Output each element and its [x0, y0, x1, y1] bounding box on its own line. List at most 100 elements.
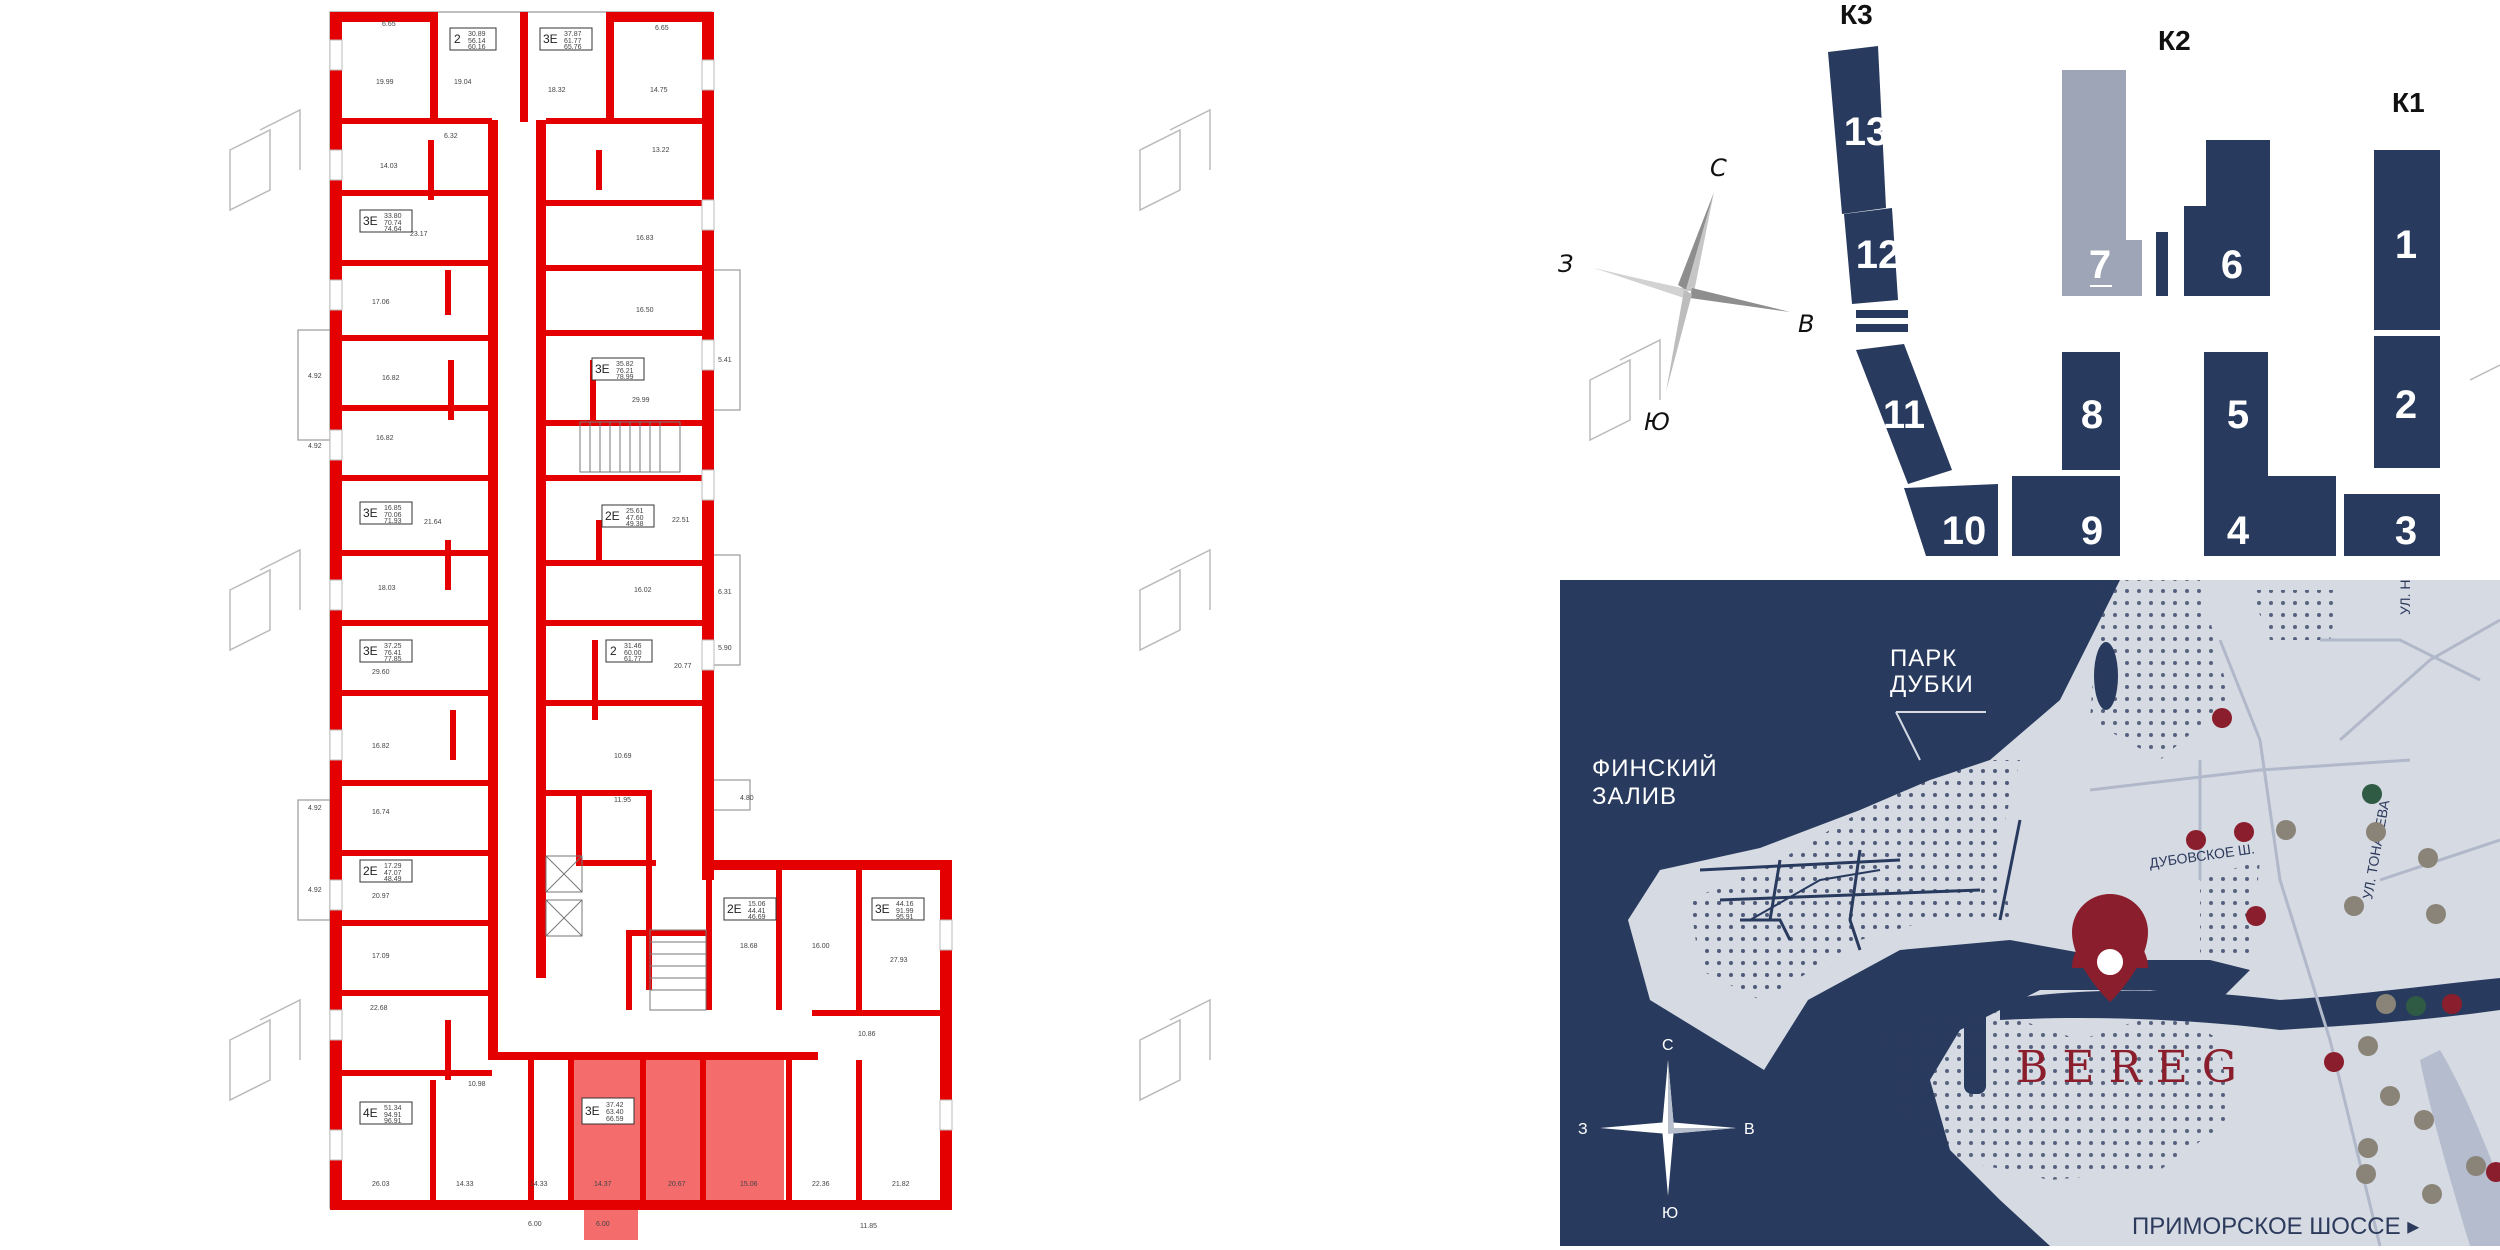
svg-text:20.97: 20.97 — [372, 893, 390, 900]
svg-text:Ю: Ю — [1662, 1205, 1678, 1222]
svg-text:2: 2 — [454, 32, 461, 46]
svg-text:63.40: 63.40 — [606, 1109, 624, 1116]
svg-text:3E: 3E — [585, 1104, 600, 1118]
svg-text:С: С — [1662, 1037, 1674, 1054]
svg-text:44.16: 44.16 — [896, 901, 914, 908]
svg-text:60.00: 60.00 — [624, 650, 642, 657]
svg-text:4.92: 4.92 — [308, 373, 322, 380]
bereg-logo: BEREG — [2016, 1042, 2251, 1093]
svg-text:В: В — [1744, 1121, 1755, 1138]
svg-text:18.68: 18.68 — [740, 943, 758, 950]
svg-text:3E: 3E — [363, 214, 378, 228]
svg-text:16.02: 16.02 — [634, 587, 652, 594]
svg-text:94.91: 94.91 — [384, 1112, 402, 1119]
svg-text:20.67: 20.67 — [668, 1181, 686, 1188]
svg-text:13.22: 13.22 — [652, 147, 670, 154]
svg-text:2E: 2E — [727, 902, 742, 916]
map-compass-icon: С З В Ю — [1578, 1037, 1755, 1222]
building-8[interactable] — [2062, 352, 2120, 470]
svg-text:ЗАЛИВ: ЗАЛИВ — [1592, 783, 1677, 810]
svg-text:14.03: 14.03 — [380, 163, 398, 170]
svg-text:10.86: 10.86 — [858, 1031, 876, 1038]
svg-text:95.91: 95.91 — [896, 914, 914, 921]
building-5[interactable] — [2204, 352, 2268, 476]
svg-text:16.85: 16.85 — [384, 505, 402, 512]
svg-text:2: 2 — [610, 644, 617, 658]
svg-text:ПАРК: ПАРК — [1890, 645, 1957, 672]
svg-text:14.75: 14.75 — [650, 87, 668, 94]
svg-text:65.76: 65.76 — [564, 44, 582, 51]
compass-rose-icon: С З В Ю — [1558, 154, 1814, 436]
svg-text:4.92: 4.92 — [308, 805, 322, 812]
svg-text:3E: 3E — [595, 362, 610, 376]
building-9[interactable] — [2012, 476, 2120, 556]
svg-text:6.32: 6.32 — [444, 133, 458, 140]
svg-text:37.42: 37.42 — [606, 1102, 624, 1109]
svg-text:Ю: Ю — [1644, 408, 1670, 436]
building-3[interactable] — [2344, 494, 2440, 556]
building-2[interactable] — [2374, 336, 2440, 468]
svg-text:11: 11 — [1883, 393, 1925, 437]
building-11[interactable] — [1856, 344, 1952, 484]
svg-text:26.03: 26.03 — [372, 1181, 390, 1188]
svg-text:4: 4 — [2227, 509, 2250, 553]
svg-text:22.51: 22.51 — [672, 517, 690, 524]
svg-text:91.99: 91.99 — [896, 908, 914, 915]
poi-markers — [2186, 708, 2500, 1204]
highlighted-apartment[interactable] — [568, 1058, 784, 1208]
building-6[interactable] — [2184, 140, 2270, 296]
svg-text:6.00: 6.00 — [596, 1221, 610, 1228]
svg-text:9: 9 — [2081, 509, 2103, 553]
svg-text:3E: 3E — [543, 32, 558, 46]
building-4[interactable] — [2204, 476, 2336, 556]
building-10[interactable] — [1904, 484, 1998, 556]
svg-text:31.46: 31.46 — [624, 643, 642, 650]
building-12[interactable] — [1844, 208, 1898, 304]
primorskoe-label: ПРИМОРСКОЕ ШОССЕ ▸ — [2132, 1213, 2419, 1240]
svg-text:15.06: 15.06 — [748, 901, 766, 908]
svg-text:6.65: 6.65 — [655, 25, 669, 32]
svg-text:10.98: 10.98 — [468, 1081, 486, 1088]
svg-text:2E: 2E — [363, 864, 378, 878]
svg-text:46.69: 46.69 — [748, 914, 766, 921]
svg-text:10.69: 10.69 — [614, 753, 632, 760]
building-7[interactable] — [2062, 70, 2142, 296]
svg-text:5: 5 — [2227, 393, 2249, 437]
stairs-icon — [545, 421, 707, 1011]
svg-text:4.92: 4.92 — [308, 887, 322, 894]
svg-text:78.99: 78.99 — [616, 374, 634, 381]
svg-text:4.80: 4.80 — [740, 795, 754, 802]
svg-text:21.82: 21.82 — [892, 1181, 910, 1188]
watermark-logos — [229, 108, 2500, 1102]
svg-text:16.00: 16.00 — [812, 943, 830, 950]
svg-text:16.82: 16.82 — [382, 375, 400, 382]
svg-text:47.07: 47.07 — [384, 870, 402, 877]
svg-text:56.14: 56.14 — [468, 38, 486, 45]
svg-text:16.82: 16.82 — [376, 435, 394, 442]
corpus-label-k1: К1 — [2392, 87, 2425, 118]
svg-text:16.74: 16.74 — [372, 809, 390, 816]
svg-text:6.31: 6.31 — [718, 589, 732, 596]
svg-text:16.82: 16.82 — [372, 743, 390, 750]
svg-text:12: 12 — [1856, 233, 1901, 277]
svg-text:3E: 3E — [363, 644, 378, 658]
svg-text:44.41: 44.41 — [748, 908, 766, 915]
building-13[interactable] — [1828, 46, 1886, 214]
svg-text:ФИНСКИЙ: ФИНСКИЙ — [1592, 754, 1718, 782]
svg-text:6.00: 6.00 — [528, 1221, 542, 1228]
svg-text:37.25: 37.25 — [384, 643, 402, 650]
svg-text:17.09: 17.09 — [372, 953, 390, 960]
building-1[interactable] — [2374, 150, 2440, 330]
svg-text:14.33: 14.33 — [530, 1181, 548, 1188]
svg-text:37.87: 37.87 — [564, 31, 582, 38]
svg-text:11.95: 11.95 — [614, 797, 631, 804]
svg-text:71.93: 71.93 — [384, 518, 402, 525]
room-area-labels: 6.65 19.99 19.04 18.32 14.75 6.65 6.32 1… — [308, 21, 910, 1230]
svg-text:В: В — [1798, 310, 1814, 338]
svg-text:30.89: 30.89 — [468, 31, 486, 38]
svg-text:19.99: 19.99 — [376, 79, 394, 86]
